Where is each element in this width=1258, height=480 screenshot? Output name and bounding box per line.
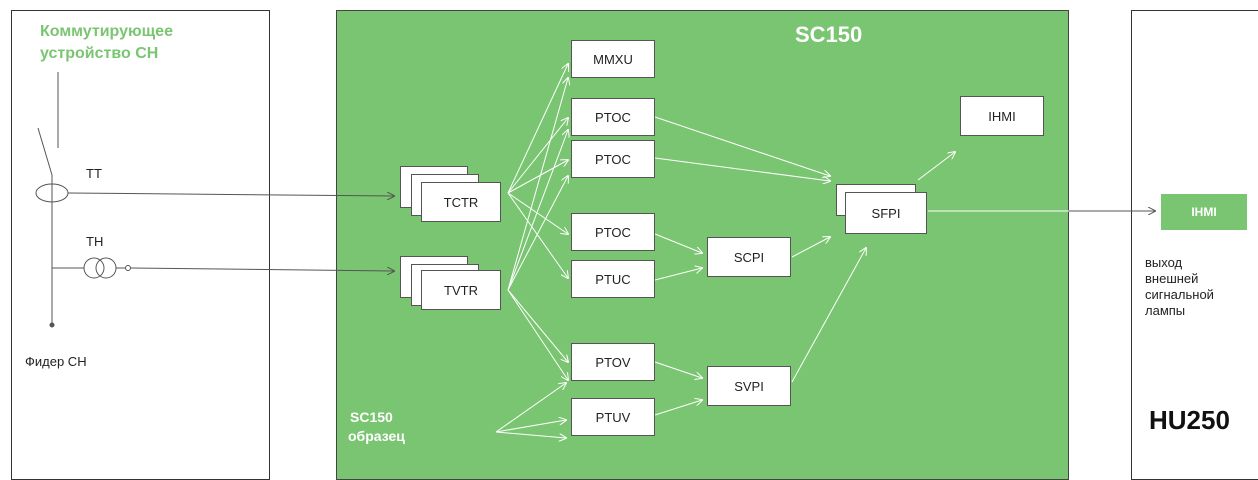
tt-label: ТТ: [86, 166, 102, 181]
hu250-title: HU250: [1149, 405, 1230, 435]
node-ptov: PTOV: [571, 343, 655, 381]
internal-arrows: [495, 64, 1069, 438]
sc150-title: SC150: [795, 22, 863, 47]
switch-title-line2: устройство СН: [40, 45, 159, 62]
node-ptuv: PTUV: [571, 398, 655, 436]
node-tvtr: TVTR: [421, 270, 501, 310]
node-ihmi: IHMI: [960, 96, 1044, 136]
hu250-desc-line4: лампы: [1145, 303, 1186, 318]
hu250-ihmi: IHMI: [1161, 194, 1247, 230]
hu250-desc-line2: внешней: [1145, 271, 1199, 286]
node-mmxu: MMXU: [571, 40, 655, 78]
node-ptoc-3: PTOC: [571, 213, 655, 251]
hu250-desc-line3: сигнальной: [1145, 287, 1214, 302]
node-sfpi: SFPI: [845, 192, 927, 234]
node-svpi: SVPI: [707, 366, 791, 406]
hu250-desc-line1: выход: [1145, 255, 1183, 270]
feeder-label: Фидер СН: [25, 354, 87, 369]
node-tctr: TCTR: [421, 182, 501, 222]
connections-layer: [35, 0, 1258, 465]
sc150-sample-line1: SC150: [350, 409, 393, 425]
sc150-sample-line2: образец: [348, 428, 405, 444]
node-ptuc: PTUC: [571, 260, 655, 298]
node-ptoc-1: PTOC: [571, 98, 655, 136]
switch-schematic: [35, 72, 131, 328]
tn-label: ТН: [86, 234, 104, 249]
tt-line: [67, 193, 394, 196]
switch-title-line1: Коммутирующее: [40, 23, 173, 40]
node-scpi: SCPI: [707, 237, 791, 277]
node-ptoc-2: PTOC: [571, 140, 655, 178]
tn-line: [130, 268, 394, 271]
